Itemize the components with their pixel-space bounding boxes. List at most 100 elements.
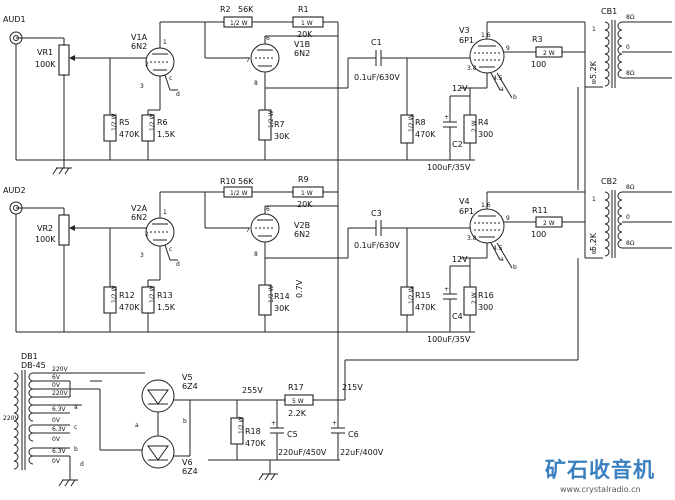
svg-text:470K: 470K <box>245 439 266 448</box>
svg-text:0V: 0V <box>52 382 61 389</box>
svg-text:CB1: CB1 <box>601 7 617 16</box>
svg-text:8: 8 <box>254 80 258 87</box>
svg-text:3.8: 3.8 <box>467 65 477 72</box>
svg-text:R4: R4 <box>478 118 489 127</box>
svg-text:R6: R6 <box>157 118 168 127</box>
svg-text:2 W: 2 W <box>471 292 478 304</box>
svg-text:220V: 220V <box>52 390 68 397</box>
svg-text:5 W: 5 W <box>292 398 304 405</box>
svg-text:0V: 0V <box>52 417 61 424</box>
svg-text:R15: R15 <box>415 291 431 300</box>
output-transformer-cb2: CB2 5.2K 1 B 8Ω 0 8Ω <box>584 177 672 259</box>
svg-text:B: B <box>592 79 596 86</box>
v4-ref: V4 <box>459 197 470 206</box>
svg-text:d: d <box>176 261 180 268</box>
v2b-type: 6N2 <box>294 230 310 239</box>
v1a-ref: V1A <box>131 33 148 42</box>
svg-text:CB2: CB2 <box>601 177 617 186</box>
svg-text:220V: 220V <box>52 366 68 373</box>
svg-text:12V: 12V <box>452 84 468 93</box>
svg-text:C2: C2 <box>452 140 463 149</box>
svg-text:b: b <box>74 446 78 453</box>
svg-text:b: b <box>513 94 517 101</box>
vr1-value: 100K <box>35 60 56 69</box>
svg-text:1 W: 1 W <box>301 190 313 197</box>
svg-text:220V: 220V <box>3 415 19 422</box>
svg-text:B: B <box>592 249 596 256</box>
v2a-type: 6N2 <box>131 213 147 222</box>
svg-text:20K: 20K <box>297 200 313 209</box>
c3-value: 0.1uF/630V <box>354 241 400 250</box>
svg-text:6.3V: 6.3V <box>52 406 67 413</box>
v1b-type: 6N2 <box>294 49 310 58</box>
svg-text:8: 8 <box>254 251 258 258</box>
svg-text:1/2 W: 1/2 W <box>149 113 156 131</box>
svg-text:7: 7 <box>246 227 250 234</box>
tube-v5 <box>141 379 175 413</box>
c3-ref: C3 <box>371 209 382 218</box>
svg-text:1.5K: 1.5K <box>157 303 176 312</box>
svg-text:6.3V: 6.3V <box>52 426 67 433</box>
svg-text:300: 300 <box>478 130 493 139</box>
tube-v6 <box>141 435 175 469</box>
svg-text:2 W: 2 W <box>543 220 555 227</box>
svg-text:R7: R7 <box>274 120 285 129</box>
svg-text:2 W: 2 W <box>471 120 478 132</box>
svg-text:1/2 W: 1/2 W <box>238 416 245 434</box>
svg-text:56K: 56K <box>238 5 254 14</box>
svg-text:0V: 0V <box>52 436 61 443</box>
svg-text:100: 100 <box>531 60 546 69</box>
svg-text:V5: V5 <box>182 373 193 382</box>
svg-text:R11: R11 <box>532 206 548 215</box>
svg-text:6Z4: 6Z4 <box>182 467 198 476</box>
svg-text:8Ω: 8Ω <box>626 240 635 247</box>
svg-text:R13: R13 <box>157 291 173 300</box>
svg-text:9: 9 <box>506 45 510 52</box>
svg-text:a: a <box>500 86 504 93</box>
svg-text:b: b <box>183 418 187 425</box>
svg-text:b: b <box>513 264 517 271</box>
v3-type: 6P1 <box>459 36 474 45</box>
svg-text:0: 0 <box>626 214 630 221</box>
label-aud2: AUD2 <box>3 186 26 195</box>
svg-text:+: + <box>271 420 276 427</box>
svg-text:V6: V6 <box>182 458 193 467</box>
svg-text:C6: C6 <box>348 430 359 439</box>
svg-text:30K: 30K <box>274 304 290 313</box>
svg-text:1: 1 <box>163 209 167 216</box>
svg-text:a: a <box>74 404 78 411</box>
svg-text:1: 1 <box>163 39 167 46</box>
svg-text:1/2 W: 1/2 W <box>408 286 415 304</box>
svg-text:2: 2 <box>145 61 149 68</box>
c1-value: 0.1uF/630V <box>354 73 400 82</box>
svg-text:5.2K: 5.2K <box>589 60 598 79</box>
v1b-ref: V1B <box>294 40 310 49</box>
svg-text:100uF/35V: 100uF/35V <box>427 335 471 344</box>
svg-text:0V: 0V <box>52 458 61 465</box>
svg-text:R18: R18 <box>245 427 261 436</box>
svg-text:R9: R9 <box>298 175 309 184</box>
svg-text:7: 7 <box>246 57 250 64</box>
v1a-type: 6N2 <box>131 42 147 51</box>
svg-text:5.2K: 5.2K <box>589 232 598 251</box>
svg-text:R12: R12 <box>119 291 135 300</box>
svg-text:C5: C5 <box>287 430 298 439</box>
svg-text:20K: 20K <box>297 30 313 39</box>
svg-text:1: 1 <box>592 26 596 33</box>
svg-text:1/2 W: 1/2 W <box>408 114 415 132</box>
svg-text:+: + <box>332 420 337 427</box>
svg-text:R8: R8 <box>415 118 426 127</box>
site-logo: 矿石收音机 <box>545 458 655 482</box>
svg-text:6.3V: 6.3V <box>52 448 67 455</box>
svg-text:56K: 56K <box>238 177 254 186</box>
svg-text:1: 1 <box>592 196 596 203</box>
svg-text:8Ω: 8Ω <box>626 14 635 21</box>
svg-text:c: c <box>169 75 172 82</box>
svg-text:C4: C4 <box>452 312 463 321</box>
vr1-potentiometer <box>58 44 70 76</box>
svg-text:30K: 30K <box>274 132 290 141</box>
svg-text:d: d <box>80 461 84 468</box>
svg-text:3.8: 3.8 <box>467 235 477 242</box>
svg-text:470K: 470K <box>119 303 140 312</box>
